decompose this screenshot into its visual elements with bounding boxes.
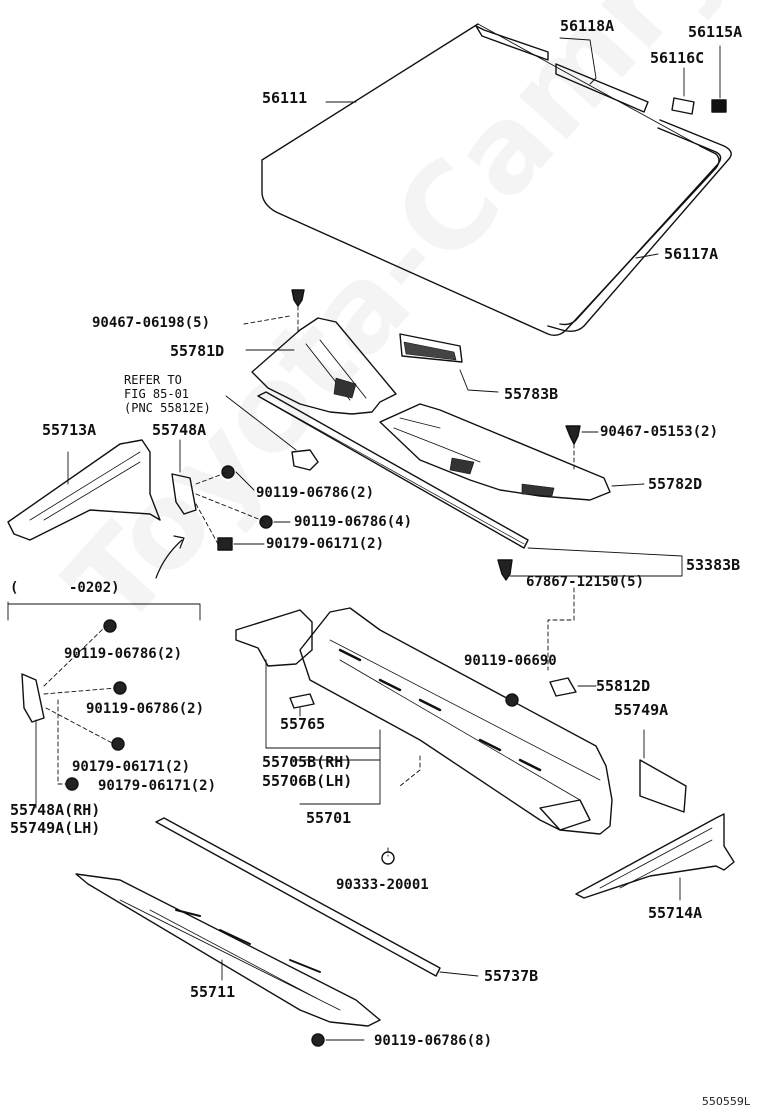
- part-label-55711: 55711: [190, 983, 236, 1001]
- part-label-90179-06171-2b: 90179-06171(2): [72, 759, 191, 775]
- drawing-code: 550559L: [701, 1095, 750, 1108]
- bracket-55812D: [549, 677, 577, 697]
- strip-55737B: [155, 817, 441, 977]
- louver-55783B: [399, 333, 463, 363]
- ref-clip: [291, 449, 319, 471]
- bracket-55749A: [639, 759, 687, 813]
- bolt-90119-06786-b: [259, 515, 273, 529]
- louver-55782D: [379, 403, 611, 501]
- bracket-55748A: [171, 473, 197, 515]
- part-label-90119-06690: 90119-06690: [464, 653, 557, 669]
- part-label-56115A: 56115A: [688, 23, 743, 41]
- panel-55711: [75, 873, 381, 1027]
- part-label-90119-06786-8: 90119-06786(8): [374, 1033, 493, 1049]
- bolt-90119-06786-e: [311, 1033, 325, 1047]
- nut-90179-06171-b: [111, 737, 125, 751]
- clip-90467-05153: [565, 425, 581, 445]
- ref-line-3: (PNC 55812E): [124, 401, 211, 415]
- panel-55714A: [575, 813, 735, 899]
- part-label-55705B-RH: 55705B(RH): [262, 753, 353, 771]
- nut-90179-06171-c: [65, 777, 79, 791]
- part-label-90119-06786-4: 90119-06786(4): [294, 514, 413, 530]
- part-label-90467-06198: 90467-06198(5): [92, 315, 211, 331]
- part-label-56118A: 56118A: [560, 17, 615, 35]
- ref-line-1: REFER TO: [124, 373, 182, 387]
- part-label-90119-06786-2c: 90119-06786(2): [86, 701, 205, 717]
- part-label-55713A: 55713A: [42, 421, 97, 439]
- part-label-56111: 56111: [262, 89, 308, 107]
- part-label-55748A: 55748A: [152, 421, 207, 439]
- ref-line-2: FIG 85-01: [124, 387, 190, 401]
- panel-55701: [299, 607, 613, 835]
- part-label-56116C: 56116C: [650, 49, 705, 67]
- part-55765: [289, 693, 315, 709]
- part-label-55782D: 55782D: [648, 475, 703, 493]
- part-label-55748A-RH: 55748A(RH): [10, 801, 101, 819]
- part-label-55783B: 55783B: [504, 385, 559, 403]
- part-label-90467-05153: 90467-05153(2): [600, 424, 719, 440]
- moulding-56118A: [475, 25, 549, 61]
- part-label-56117A: 56117A: [664, 245, 719, 263]
- part-label-55749A-LH: 55749A(LH): [10, 819, 101, 837]
- part-label-90119-06786-2a: 90119-06786(2): [256, 485, 375, 501]
- moulding-56117A: [547, 119, 732, 333]
- clip-90467-06198: [291, 289, 305, 307]
- windshield-inner-edge: [477, 23, 701, 147]
- part-label-55812D: 55812D: [596, 677, 651, 695]
- plug-90333-20001: [381, 851, 395, 865]
- part-label-53383B: 53383B: [686, 556, 741, 574]
- part-label-55701: 55701: [306, 809, 352, 827]
- bolt-90119-06786-a: [221, 465, 235, 479]
- part-label-55737B: 55737B: [484, 967, 539, 985]
- louver-55781D: [251, 317, 397, 415]
- part-label-90333-20001: 90333-20001: [336, 877, 429, 893]
- part-label-67867-12150: 67867-12150(5): [526, 574, 645, 590]
- part-label-55714A: 55714A: [648, 904, 703, 922]
- part-label-55765: 55765: [280, 715, 326, 733]
- clip-67867-12150: [497, 559, 513, 581]
- nut-90179-06171-a: [217, 537, 233, 551]
- part-label-55781D: 55781D: [170, 342, 225, 360]
- moulding-56118A-b: [555, 63, 649, 113]
- arrow: [155, 535, 185, 579]
- part-label-90179-06171-2a: 90179-06171(2): [266, 536, 385, 552]
- clip-56116C: [671, 97, 695, 115]
- bracket-55748A-RH: [21, 673, 45, 723]
- bolt-90119-06786-c: [103, 619, 117, 633]
- bolt-90119-06690: [505, 693, 519, 707]
- date-range: ( -0202): [10, 580, 120, 596]
- part-label-55749A: 55749A: [614, 701, 669, 719]
- clip-56115A: [711, 99, 727, 113]
- part-label-55706B-LH: 55706B(LH): [262, 772, 353, 790]
- bracket-55705B: [235, 609, 313, 667]
- windshield-glass: [261, 23, 720, 337]
- part-label-90119-06786-2b: 90119-06786(2): [64, 646, 183, 662]
- seal-53383B: [257, 391, 529, 549]
- panel-55713A: [7, 439, 161, 541]
- part-label-90179-06171-2c: 90179-06171(2): [98, 778, 217, 794]
